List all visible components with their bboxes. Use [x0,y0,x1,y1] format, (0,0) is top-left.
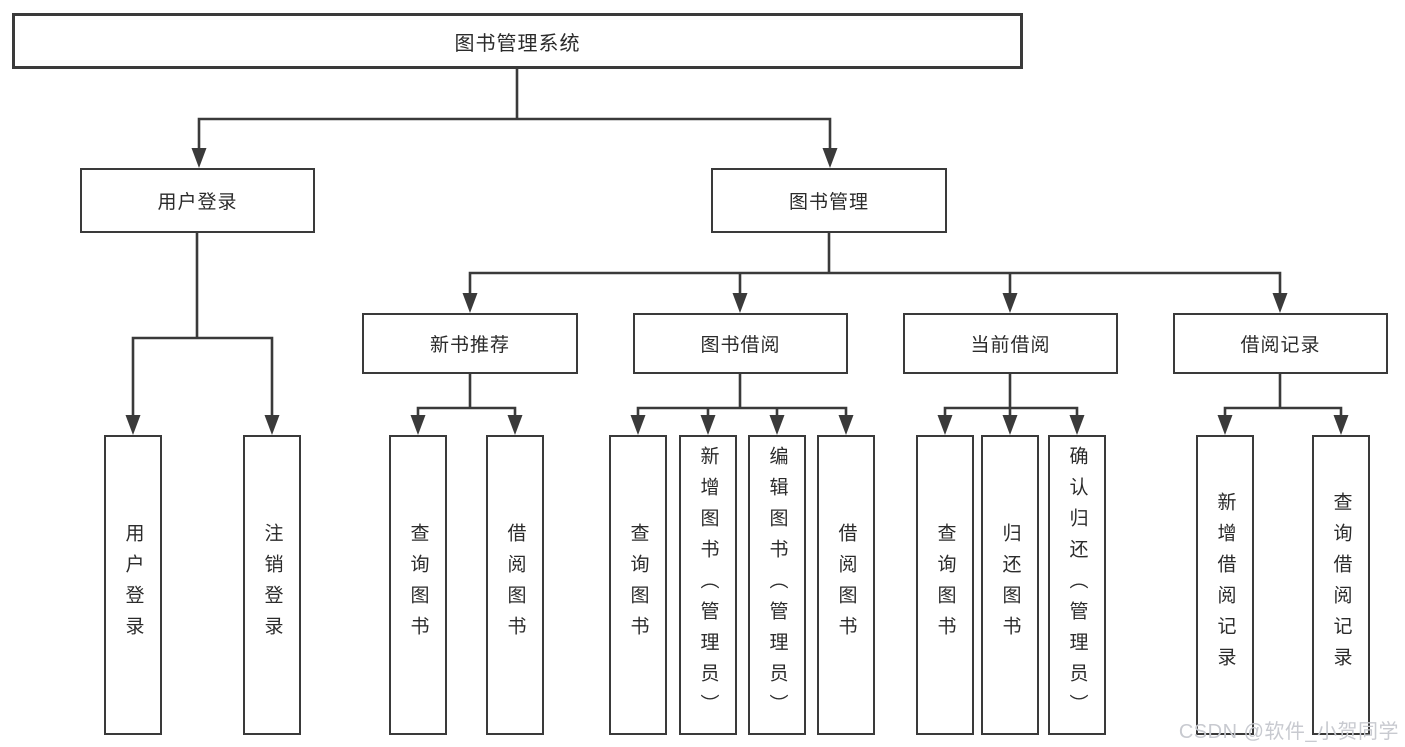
node-new-book-recommend-label: 新书推荐 [429,335,510,356]
leaf-return-book: 归还图书 [981,435,1039,735]
connector-records-to-leaves [1217,372,1349,435]
leaf-confirm-return-admin: 确认归还（管理员） [1048,435,1106,735]
leaf-edit-book-admin-label: 编辑图书（管理员） [766,445,788,725]
leaf-edit-book-admin: 编辑图书（管理员） [748,435,806,735]
leaf-logout-login: 注销登录 [243,435,301,735]
leaf-query-books-current-label: 查询图书 [934,523,956,647]
leaf-add-book-admin: 新增图书（管理员） [679,435,737,735]
node-book-management-label: 图书管理 [788,192,869,213]
arrowhead [410,415,426,435]
node-root-label: 图书管理系统 [454,32,581,55]
leaf-query-books-current: 查询图书 [916,435,974,735]
connector-bookmgmt-to-level3 [462,231,1288,313]
arrowhead [264,415,280,435]
leaf-user-login-label: 用户登录 [122,523,144,647]
arrowhead [700,415,716,435]
connector-userlogin-to-leaves [125,231,280,435]
leaf-query-books-newbook: 查询图书 [389,435,447,735]
leaf-query-books-newbook-label: 查询图书 [407,523,429,647]
connector-borrow-to-leaves [630,372,854,435]
leaf-borrow-books-borrow: 借阅图书 [817,435,875,735]
arrowhead [732,293,748,313]
connector-current-to-leaves [937,372,1085,435]
leaf-logout-login-label: 注销登录 [261,523,283,647]
node-book-borrow-label: 图书借阅 [700,335,781,356]
arrowhead [1002,293,1018,313]
node-current-borrow-label: 当前借阅 [970,335,1051,356]
connector-newbook-to-leaves [410,372,523,435]
watermark: CSDN @软件_小贺同学 [1178,721,1399,743]
leaf-confirm-return-admin-label: 确认归还（管理员） [1066,445,1088,725]
leaf-borrow-books-borrow-label: 借阅图书 [835,523,857,647]
node-root: 图书管理系统 [12,13,1023,69]
node-current-borrow: 当前借阅 [903,313,1118,374]
node-borrow-records: 借阅记录 [1173,313,1388,374]
node-user-login: 用户登录 [80,168,315,233]
node-book-management: 图书管理 [711,168,947,233]
arrowhead [937,415,953,435]
leaf-borrow-books-newbook: 借阅图书 [486,435,544,735]
arrowhead [1002,415,1018,435]
leaf-query-borrow-record-label: 查询借阅记录 [1330,492,1352,678]
leaf-add-borrow-record-label: 新增借阅记录 [1214,492,1236,678]
leaf-query-books-borrow: 查询图书 [609,435,667,735]
node-new-book-recommend: 新书推荐 [362,313,578,374]
arrowhead [1217,415,1233,435]
leaf-return-book-label: 归还图书 [999,523,1021,647]
arrowhead [1272,293,1288,313]
arrowhead [507,415,523,435]
arrowhead [630,415,646,435]
leaf-query-borrow-record: 查询借阅记录 [1312,435,1370,735]
arrowhead [838,415,854,435]
leaf-add-book-admin-label: 新增图书（管理员） [697,445,719,725]
arrowhead [191,148,207,168]
arrowhead [769,415,785,435]
arrowhead [1333,415,1349,435]
node-book-borrow: 图书借阅 [633,313,848,374]
leaf-add-borrow-record: 新增借阅记录 [1196,435,1254,735]
leaf-borrow-books-newbook-label: 借阅图书 [504,523,526,647]
connector-root-to-level2 [191,67,838,168]
node-user-login-label: 用户登录 [157,192,238,213]
leaf-query-books-borrow-label: 查询图书 [627,523,649,647]
node-borrow-records-label: 借阅记录 [1240,335,1321,356]
arrowhead [1069,415,1085,435]
arrowhead [125,415,141,435]
leaf-user-login: 用户登录 [104,435,162,735]
arrowhead [462,293,478,313]
arrowhead [822,148,838,168]
